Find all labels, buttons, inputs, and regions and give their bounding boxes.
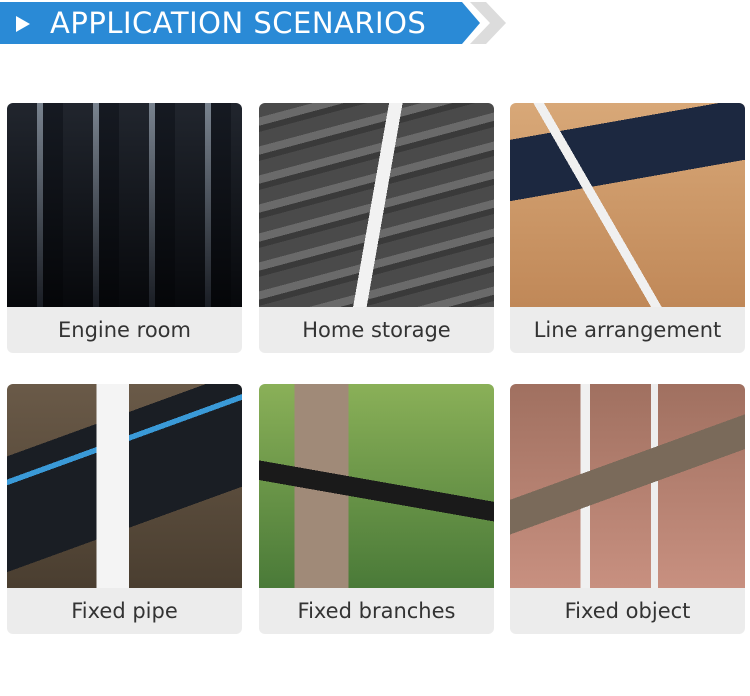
- scenario-label: Fixed branches: [297, 599, 456, 623]
- section-title: APPLICATION SCENARIOS: [50, 6, 427, 40]
- line-arrangement-photo: [510, 103, 745, 307]
- scenario-label: Home storage: [302, 318, 451, 342]
- engine-room-photo: [7, 103, 242, 307]
- section-banner: APPLICATION SCENARIOS: [0, 2, 480, 44]
- scenario-label: Engine room: [58, 318, 191, 342]
- fixed-object-photo: [510, 384, 745, 588]
- scenario-card-home-storage: Home storage: [259, 103, 494, 353]
- scenario-label: Line arrangement: [533, 318, 722, 342]
- scenario-label: Fixed pipe: [71, 599, 178, 623]
- scenario-card-fixed-object: Fixed object: [510, 384, 745, 634]
- play-triangle-icon: [16, 16, 30, 32]
- home-storage-photo: [259, 103, 494, 307]
- scenario-label: Fixed object: [564, 599, 691, 623]
- scenario-card-line-arrangement: Line arrangement: [510, 103, 745, 353]
- scenario-card-fixed-pipe: Fixed pipe: [7, 384, 242, 634]
- fixed-branches-photo: [259, 384, 494, 588]
- fixed-pipe-photo: [7, 384, 242, 588]
- scenario-card-fixed-branches: Fixed branches: [259, 384, 494, 634]
- scenario-card-engine-room: Engine room: [7, 103, 242, 353]
